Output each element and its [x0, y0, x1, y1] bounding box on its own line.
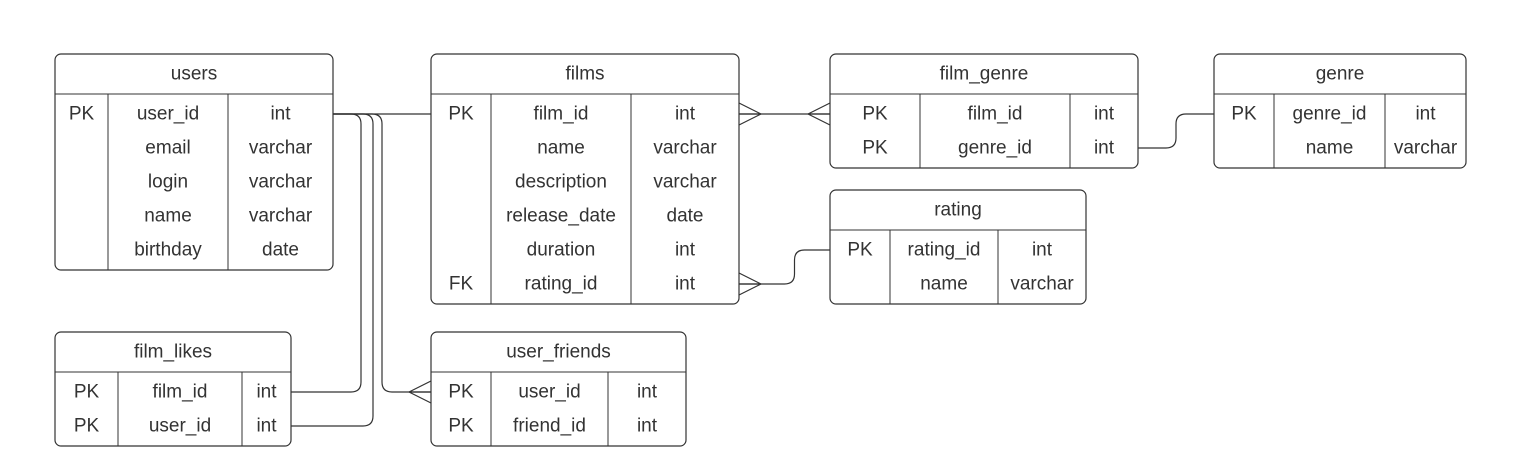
field-name: user_id — [149, 416, 211, 437]
field-type: date — [667, 206, 704, 227]
field-name: name — [537, 138, 585, 159]
line-film-genre-genre — [1138, 113, 1214, 149]
many-end-film-genre — [807, 102, 831, 126]
field-name: name — [144, 206, 192, 227]
field-type: int — [637, 416, 658, 437]
key-cell: PK — [1231, 104, 1257, 125]
field-type: varchar — [1010, 274, 1074, 295]
entity-box — [54, 53, 334, 271]
key-cell: PK — [847, 240, 873, 261]
field-type: int — [270, 104, 291, 125]
entity-title: rating — [934, 200, 982, 221]
key-cell: PK — [862, 138, 888, 159]
field-type: varchar — [249, 172, 313, 193]
key-cell: PK — [448, 416, 474, 437]
field-name: name — [920, 274, 968, 295]
entity-box — [430, 53, 740, 305]
entity-title: genre — [1316, 64, 1365, 85]
many-end-films — [738, 102, 762, 126]
field-type: int — [1415, 104, 1436, 125]
field-name: film_id — [534, 104, 589, 125]
field-type: int — [675, 274, 696, 295]
entity-box — [1213, 53, 1467, 169]
field-type: varchar — [653, 172, 717, 193]
field-name: release_date — [506, 206, 616, 227]
key-cell: PK — [448, 104, 474, 125]
line-users-user-friends — [333, 113, 431, 393]
field-type: varchar — [1394, 138, 1458, 159]
field-type: int — [637, 382, 658, 403]
field-name: user_id — [518, 382, 580, 403]
entity-title: film_genre — [940, 64, 1029, 85]
entity-title: films — [565, 64, 604, 85]
field-name: rating_id — [908, 240, 981, 261]
key-cell: FK — [449, 274, 474, 295]
key-cell: PK — [862, 104, 888, 125]
field-name: email — [145, 138, 190, 159]
field-name: user_id — [137, 104, 199, 125]
key-cell: PK — [448, 382, 474, 403]
field-type: int — [256, 382, 277, 403]
field-type: varchar — [653, 138, 717, 159]
field-name: login — [148, 172, 188, 193]
field-name: birthday — [134, 240, 202, 261]
field-name: genre_id — [1293, 104, 1367, 125]
field-type: date — [262, 240, 299, 261]
key-cell: PK — [74, 416, 100, 437]
field-type: varchar — [249, 138, 313, 159]
entity-title: film_likes — [134, 342, 212, 363]
field-name: rating_id — [525, 274, 598, 295]
field-type: int — [1094, 138, 1115, 159]
entity-box — [54, 331, 292, 447]
field-name: name — [1306, 138, 1354, 159]
relationship-lines — [268, 102, 1214, 438]
entity-title: user_friends — [506, 342, 611, 363]
field-type: int — [675, 104, 696, 125]
entity-box — [829, 53, 1139, 169]
field-type: int — [1032, 240, 1053, 261]
field-name: genre_id — [958, 138, 1032, 159]
entity-box — [829, 189, 1087, 305]
many-end-films-rating — [738, 272, 762, 296]
field-type: int — [256, 416, 277, 437]
key-cell: PK — [74, 382, 100, 403]
field-type: int — [675, 240, 696, 261]
field-name: description — [515, 172, 607, 193]
key-cell: PK — [69, 104, 95, 125]
entity-box — [430, 331, 687, 447]
many-end-user-friends — [408, 380, 432, 404]
field-type: int — [1094, 104, 1115, 125]
field-name: friend_id — [513, 416, 586, 437]
entity-title: users — [171, 64, 217, 85]
field-type: varchar — [249, 206, 313, 227]
line-films-rating — [739, 249, 830, 285]
field-name: film_id — [153, 382, 208, 403]
field-name: duration — [527, 240, 596, 261]
field-name: film_id — [968, 104, 1023, 125]
